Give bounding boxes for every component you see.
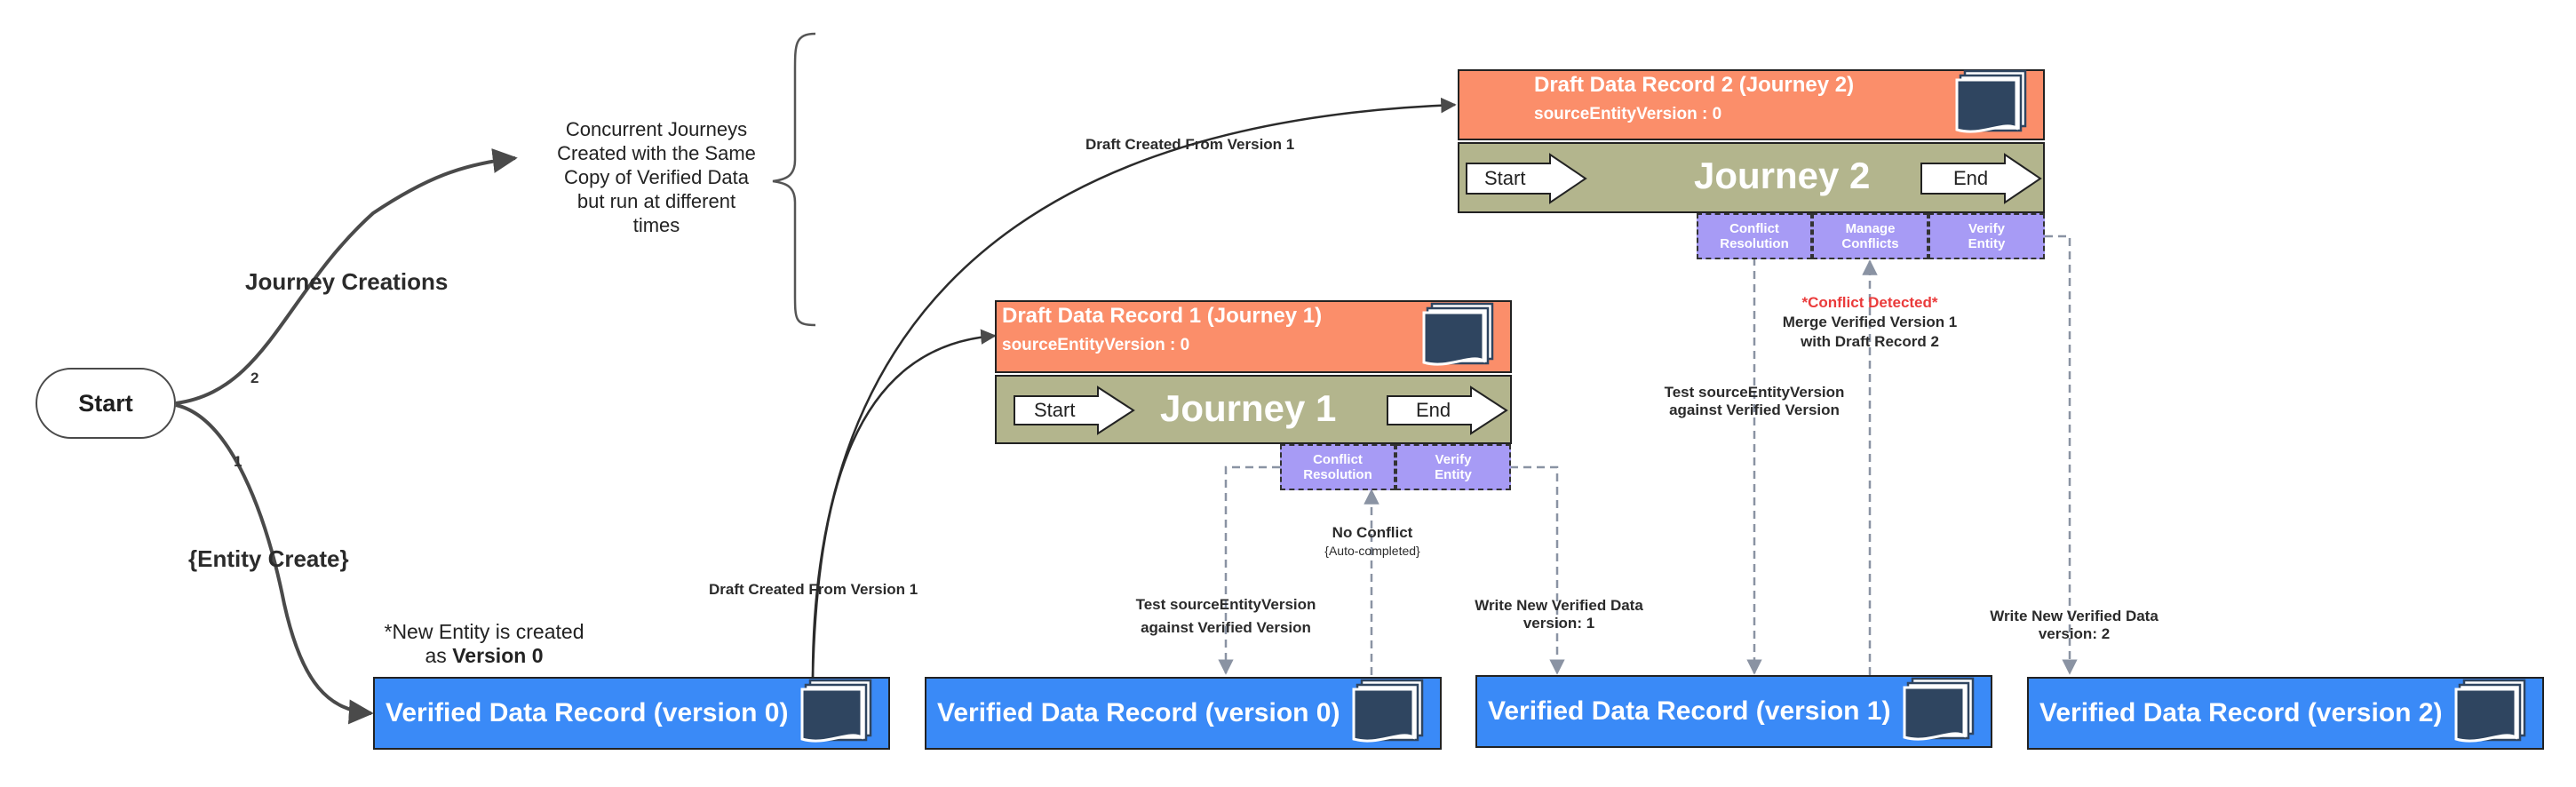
journey-2-end-label: End xyxy=(1953,167,1989,189)
task-label: Conflict xyxy=(1729,221,1779,236)
document-stack-icon xyxy=(1955,69,2027,133)
draft-source-version: sourceEntityVersion : 0 xyxy=(1002,336,1190,354)
no-conflict-label: No Conflict {Auto-completed} xyxy=(1306,524,1439,560)
note-line: Concurrent Journeys xyxy=(565,118,748,140)
new-entity-version: Version 0 xyxy=(452,644,544,667)
verified-record-title: Verified Data Record (version 1) xyxy=(1488,696,1891,726)
label-line: Write New Verified Data xyxy=(1475,597,1643,614)
note-line: Created with the Same xyxy=(557,142,756,164)
task-label: Verify xyxy=(1435,452,1472,467)
journey-creations-label: Journey Creations xyxy=(245,268,449,295)
test-source-label-2: Test sourceEntityVersion against Verifie… xyxy=(1657,384,1852,419)
write-v2-label: Write New Verified Data version: 2 xyxy=(1976,608,2172,643)
label-line: with Draft Record 2 xyxy=(1801,333,1939,350)
conflict-detected-text: *Conflict Detected* xyxy=(1801,294,1938,311)
label-line: version: 1 xyxy=(1523,615,1595,632)
test-source-label-1: Test sourceEntityVersion against Verifie… xyxy=(1128,593,1324,640)
start-label: Start xyxy=(78,389,133,417)
edge-test-source-1 xyxy=(1218,465,1280,675)
curly-brace xyxy=(772,32,816,327)
draft-source-version: sourceEntityVersion : 0 xyxy=(1534,105,1722,123)
write-v1-label: Write New Verified Data version: 1 xyxy=(1466,597,1652,632)
journey-1-title: Journey 1 xyxy=(1160,387,1337,429)
start-node: Start xyxy=(36,368,176,439)
journey-2-bar: Start Journey 2 End xyxy=(1458,142,2045,213)
note-line: Copy of Verified Data xyxy=(564,166,749,188)
label-line: Merge Verified Version 1 xyxy=(1782,314,1958,330)
new-entity-line1: *New Entity is created xyxy=(384,620,584,643)
no-conflict-text: No Conflict xyxy=(1332,524,1413,541)
end-arrow-shape xyxy=(1387,386,1508,435)
document-stack-icon xyxy=(1352,679,1424,743)
task-label: Resolution xyxy=(1303,467,1372,482)
entity-create-label: {Entity Create} xyxy=(188,545,349,572)
document-stack-icon xyxy=(1903,677,1975,741)
note-line: times xyxy=(632,214,680,236)
task-label: Resolution xyxy=(1720,236,1789,251)
journey-1-start-label: Start xyxy=(1034,399,1076,421)
verified-record-title: Verified Data Record (version 0) xyxy=(386,698,789,727)
task-label: Entity xyxy=(1968,236,2006,251)
task-label: Conflicts xyxy=(1841,236,1899,251)
end-arrow-shape xyxy=(1920,153,2042,204)
label-line: version: 2 xyxy=(2038,625,2111,642)
branch-number-1: 1 xyxy=(234,453,242,470)
draft-title: Draft Data Record 1 (Journey 1) xyxy=(1002,304,1323,328)
edge-draft1-created xyxy=(811,329,997,678)
label-line: against Verified Version xyxy=(1141,619,1311,636)
label-line: Write New Verified Data xyxy=(1990,608,2159,624)
edge-journey-creations xyxy=(175,148,518,405)
journey-2-title: Journey 2 xyxy=(1694,155,1871,196)
note-line: but run at different xyxy=(576,190,736,212)
journey-2-start-label: Start xyxy=(1484,167,1526,189)
document-stack-icon xyxy=(2454,679,2526,743)
journey-1-bar: Start Journey 1 End xyxy=(995,375,1512,444)
concurrent-journeys-note: Concurrent Journeys Created with the Sam… xyxy=(533,117,780,237)
new-entity-line2: as Version 0 xyxy=(373,644,595,668)
task-label: Verify xyxy=(1968,221,2005,236)
label-line: Test sourceEntityVersion xyxy=(1135,596,1316,613)
document-stack-icon xyxy=(1422,302,1494,366)
new-entity-prefix: as xyxy=(425,644,453,667)
verified-record-title: Verified Data Record (version 2) xyxy=(2039,698,2443,727)
draft-title: Draft Data Record 2 (Journey 2) xyxy=(1534,73,1855,97)
draft-created-label-top: Draft Created From Version 1 xyxy=(1085,136,1295,153)
label-line: against Verified Version xyxy=(1669,401,1840,418)
task-label: Conflict xyxy=(1313,452,1363,467)
task-label: Entity xyxy=(1435,467,1472,482)
task-label: Manage xyxy=(1845,221,1896,236)
auto-completed-text: {Auto-completed} xyxy=(1324,544,1420,558)
start-arrow-shape xyxy=(1466,153,1587,204)
new-entity-note: *New Entity is created as Version 0 xyxy=(373,620,595,668)
start-arrow-shape xyxy=(1014,386,1135,435)
merge-label: *Conflict Detected* Merge Verified Versi… xyxy=(1768,293,1972,352)
edge-write-v1 xyxy=(1510,465,1565,675)
draft-created-label-bottom: Draft Created From Version 1 xyxy=(709,581,918,598)
verified-record-title: Verified Data Record (version 0) xyxy=(937,698,1340,727)
document-stack-icon xyxy=(800,679,872,743)
edge-entity-create xyxy=(175,403,374,725)
label-line: Test sourceEntityVersion xyxy=(1664,384,1845,401)
journey-1-end-label: End xyxy=(1416,399,1451,421)
branch-number-2: 2 xyxy=(250,370,259,386)
draft-record-2: Draft Data Record 2 (Journey 2) sourceEn… xyxy=(1458,69,2045,140)
